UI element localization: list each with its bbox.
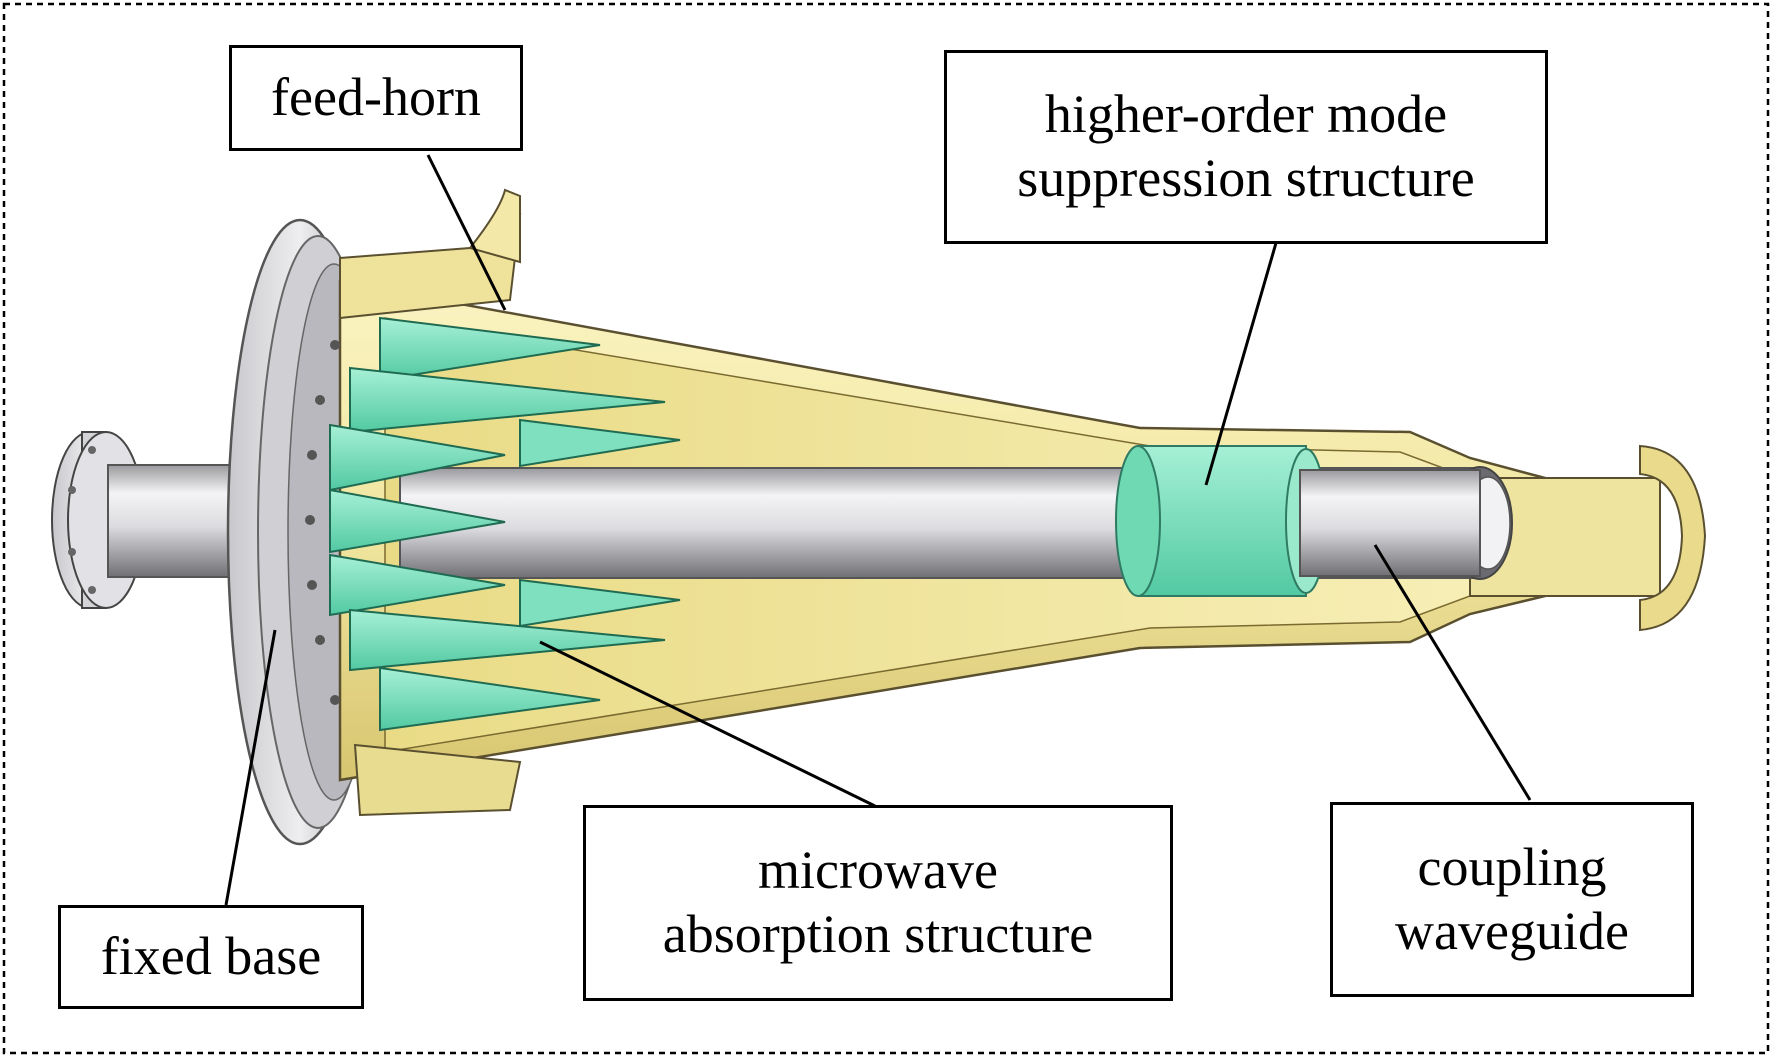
- hom-suppression-ring: [1115, 445, 1481, 597]
- base-bolts: [305, 340, 340, 705]
- label-feed-horn: feed-horn: [229, 45, 523, 151]
- microwave-text-line2: absorption structure: [662, 904, 1094, 964]
- microwave-absorber-array: [329, 316, 681, 732]
- leader-lines: [224, 154, 1532, 906]
- microwave-text-line1: microwave: [758, 840, 998, 901]
- leader-fixed-base: [224, 629, 277, 906]
- coupling-text-line1: coupling: [1417, 836, 1607, 897]
- label-microwave-absorption: microwave absorption structure: [583, 805, 1173, 1001]
- label-fixed-base: fixed base: [58, 905, 364, 1009]
- leader-feed-horn: [426, 154, 507, 311]
- label-hom-suppression: higher-order mode suppression structure: [944, 50, 1548, 244]
- leader-microwave: [539, 640, 876, 808]
- leader-coupling: [1373, 544, 1532, 801]
- hom-text-line2: suppression structure: [1017, 148, 1475, 208]
- leader-hom: [1204, 242, 1278, 486]
- fixed-base-text: fixed base: [100, 926, 322, 987]
- feed-horn-text: feed-horn: [271, 67, 481, 128]
- label-coupling-waveguide: coupling waveguide: [1330, 802, 1694, 997]
- hom-text-line1: higher-order mode: [1044, 84, 1448, 145]
- coupling-text-line2: waveguide: [1395, 900, 1629, 961]
